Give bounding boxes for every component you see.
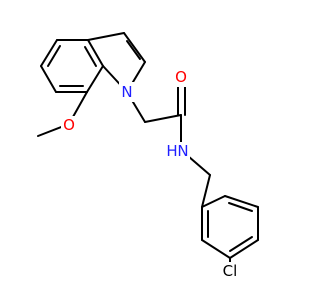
bond-ch2-ring — [201, 174, 211, 208]
bond-c7a-c3a — [87, 39, 104, 67]
label-chlorine: Cl — [223, 262, 238, 280]
atom-labels: N O O H N Cl — [61, 67, 241, 280]
bonds — [37, 32, 259, 267]
bond-ch2-co — [144, 114, 182, 123]
atom-chlorine: Cl — [219, 262, 241, 280]
bond-inner-c7a-c3a — [84, 46, 97, 67]
bond-c5-c6 — [40, 65, 57, 93]
atom-oxygen-methoxy: O — [61, 116, 77, 134]
atom-oxygen-carbonyl: O — [173, 67, 189, 87]
label-oxygen-carbonyl: O — [175, 68, 187, 86]
bond-c7-c7a — [86, 65, 104, 93]
label-nitrogen-indole: N — [121, 83, 132, 101]
bond-ar1-ar2 — [201, 195, 226, 208]
label-hydrogen-amide: H — [166, 142, 177, 160]
bond-inner-ar2-ar3 — [228, 202, 253, 212]
molecule-diagram: N O O H N Cl — [37, 32, 259, 280]
label-oxygen-methoxy: O — [63, 116, 75, 134]
bond-ar2-ar3 — [224, 195, 259, 208]
bond-ar4-ar5 — [229, 239, 259, 259]
bond-c3-c2 — [123, 32, 146, 63]
bond-c3a-c3 — [87, 32, 125, 41]
atom-nitrogen-amide: H N — [164, 142, 190, 160]
label-nitrogen-amide: N — [177, 142, 188, 160]
bond-ar5-ar6 — [201, 239, 231, 259]
bond-inner-ar4-ar5 — [229, 236, 253, 252]
bond-inner-c4-c5 — [47, 45, 61, 67]
bond-c4-c5 — [40, 39, 58, 67]
structure-canvas: N O O H N Cl — [37, 32, 259, 280]
bond-c3-c2-double — [126, 40, 141, 60]
atom-nitrogen-indole: N — [119, 82, 135, 102]
